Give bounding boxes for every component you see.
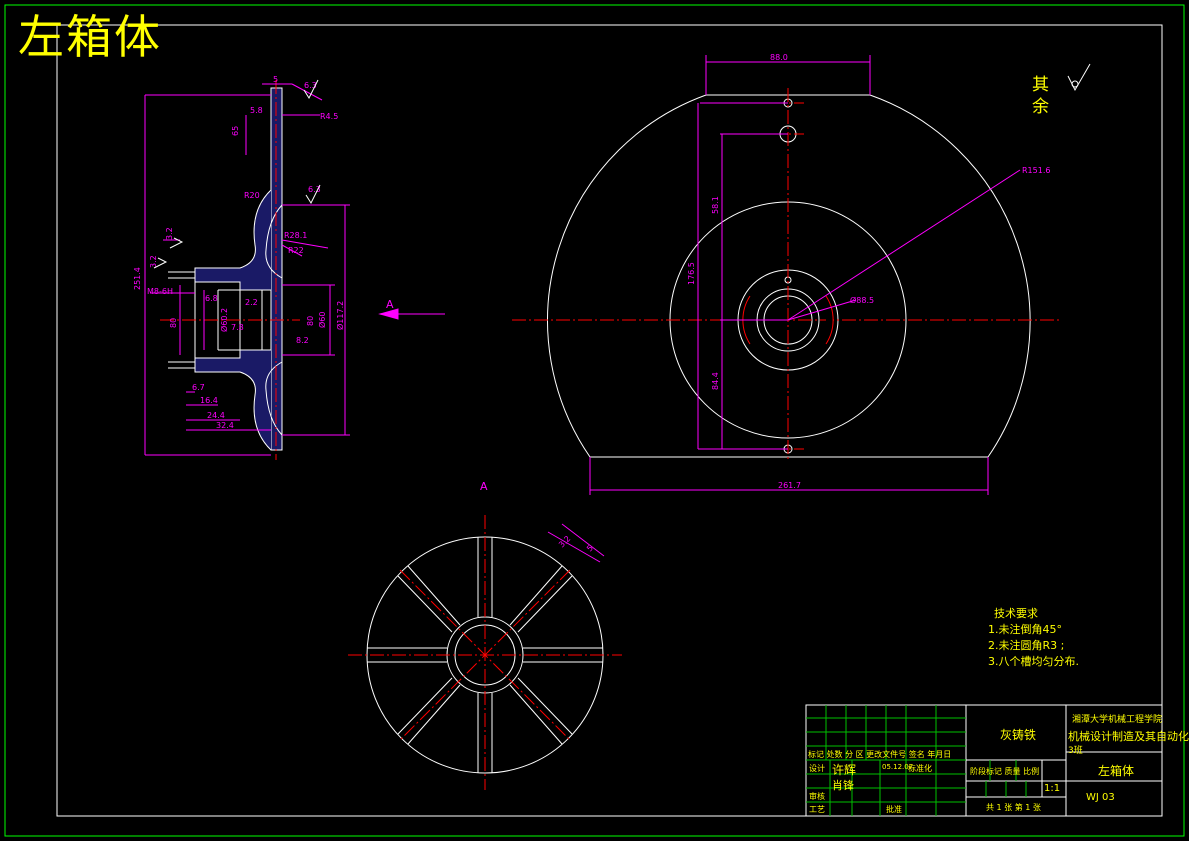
side-dim: 24.4 bbox=[207, 411, 225, 420]
front-dim: 84.4 bbox=[711, 372, 720, 390]
front-dim: 176.5 bbox=[687, 262, 696, 285]
stage-header: 阶段标记 质量 比例 bbox=[970, 767, 1040, 776]
front-dim: R151.6 bbox=[1022, 166, 1050, 175]
inner-border bbox=[56, 24, 1163, 817]
side-centerlines bbox=[160, 80, 300, 460]
side-dim: 6.3 bbox=[308, 185, 321, 194]
side-dim: 3.2 bbox=[165, 227, 174, 240]
tech-requirements-title: 技术要求 bbox=[994, 607, 1038, 620]
roughness-note: 其 余 bbox=[1032, 74, 1049, 118]
side-dim: R20 bbox=[244, 191, 260, 200]
side-dim: 2.2 bbox=[245, 298, 258, 307]
drawing-title: 左箱体 bbox=[18, 10, 162, 64]
side-dim: 32.4 bbox=[216, 421, 234, 430]
side-dim: 80 bbox=[169, 318, 178, 328]
standardization-label: 标准化 bbox=[908, 764, 932, 773]
side-dim: 6.7 bbox=[192, 383, 205, 392]
side-dim: 16.4 bbox=[200, 396, 218, 405]
design-date: 05.12.07 bbox=[882, 763, 914, 771]
sheet-info: 共 1 张 第 1 张 bbox=[986, 803, 1041, 812]
front-dimension-lines bbox=[589, 55, 1021, 495]
side-dim: 5.8 bbox=[250, 106, 263, 115]
program-line2: 3班 bbox=[1068, 746, 1083, 756]
side-dim: 6.3 bbox=[304, 81, 317, 90]
section-dim: 3.2 bbox=[557, 534, 572, 549]
section-a-centerlines bbox=[348, 515, 622, 790]
side-dim: 251.4 bbox=[133, 267, 142, 290]
side-dim: 7.8 bbox=[231, 323, 244, 332]
side-roughness-symbols bbox=[153, 79, 321, 269]
material-label: 灰铸铁 bbox=[1000, 728, 1037, 742]
side-dim: 8.2 bbox=[296, 336, 309, 345]
approve-label: 批准 bbox=[886, 805, 902, 814]
side-dim: Ø117.2 bbox=[335, 301, 345, 330]
tech-requirement-item: 1.未注倒角45° bbox=[988, 623, 1062, 636]
section-view-label: A bbox=[480, 480, 488, 493]
section-a-dimension-texts: 3.2 5 bbox=[557, 534, 595, 553]
side-dim: 3.2 bbox=[149, 255, 158, 268]
tech-requirement-item: 2.未注圆角R3 ; bbox=[988, 639, 1065, 652]
side-dim: 65 bbox=[231, 126, 240, 136]
tech-requirement-item: 3.八个槽均匀分布. bbox=[988, 655, 1079, 668]
side-dim: 6.8 bbox=[205, 294, 218, 303]
side-dim: R28.1 bbox=[284, 231, 307, 240]
front-dim: Ø88.5 bbox=[850, 295, 874, 305]
outer-border bbox=[4, 4, 1185, 837]
side-dimension-lines bbox=[144, 83, 445, 456]
institution-label: 湘潭大学机械工程学院 bbox=[1072, 715, 1163, 725]
side-dim: 80 bbox=[306, 316, 315, 326]
front-dim: 261.7 bbox=[778, 481, 801, 490]
scale-value: 1:1 bbox=[1044, 783, 1061, 794]
roughness-note-line2: 余 bbox=[1032, 97, 1049, 117]
section-dim: 5 bbox=[585, 543, 595, 553]
side-dim: Ø60.2 bbox=[219, 308, 229, 332]
front-view bbox=[547, 94, 1031, 458]
section-a-dimensions bbox=[547, 523, 605, 563]
front-dim: 88.0 bbox=[770, 53, 788, 62]
front-dimension-texts: 88.0 R151.6 58.1 176.5 Ø88.5 84.4 261.7 bbox=[687, 53, 1050, 490]
side-dimension-texts: 5 6.3 5.8 R4.5 65 R20 6.3 R28.1 R22 3.2 … bbox=[133, 75, 345, 430]
section-arrow-label: A bbox=[386, 298, 394, 311]
program-line1: 机械设计制造及其自动化 bbox=[1068, 730, 1189, 743]
drawing-number: WJ 03 bbox=[1086, 792, 1115, 803]
title-block-green-grid bbox=[806, 705, 1027, 816]
side-dim: M8-6H bbox=[147, 287, 173, 296]
roughness-other-symbol bbox=[1067, 63, 1091, 92]
review-label: 审核 bbox=[809, 792, 825, 801]
side-dim: R22 bbox=[288, 246, 304, 255]
designer-name: 许辉 bbox=[832, 763, 857, 777]
tech-requirements: 技术要求 1.未注倒角45° 2.未注圆角R3 ; 3.八个槽均匀分布. bbox=[988, 606, 1079, 670]
design-label: 设计 bbox=[809, 764, 825, 773]
front-dim: 58.1 bbox=[711, 196, 720, 214]
side-section-view bbox=[168, 87, 283, 451]
revision-header-row: 标记 处数 分 区 更改文件号 签名 年月日 bbox=[808, 750, 952, 759]
side-dim: Ø60 bbox=[317, 312, 327, 328]
front-centerlines bbox=[512, 88, 1060, 462]
checker-name: 肖锋 bbox=[832, 779, 854, 792]
part-name: 左箱体 bbox=[1098, 764, 1135, 778]
process-label: 工艺 bbox=[809, 805, 825, 814]
side-dim: 5 bbox=[273, 75, 278, 84]
roughness-note-line1: 其 bbox=[1032, 75, 1049, 95]
side-dim: R4.5 bbox=[320, 112, 338, 121]
